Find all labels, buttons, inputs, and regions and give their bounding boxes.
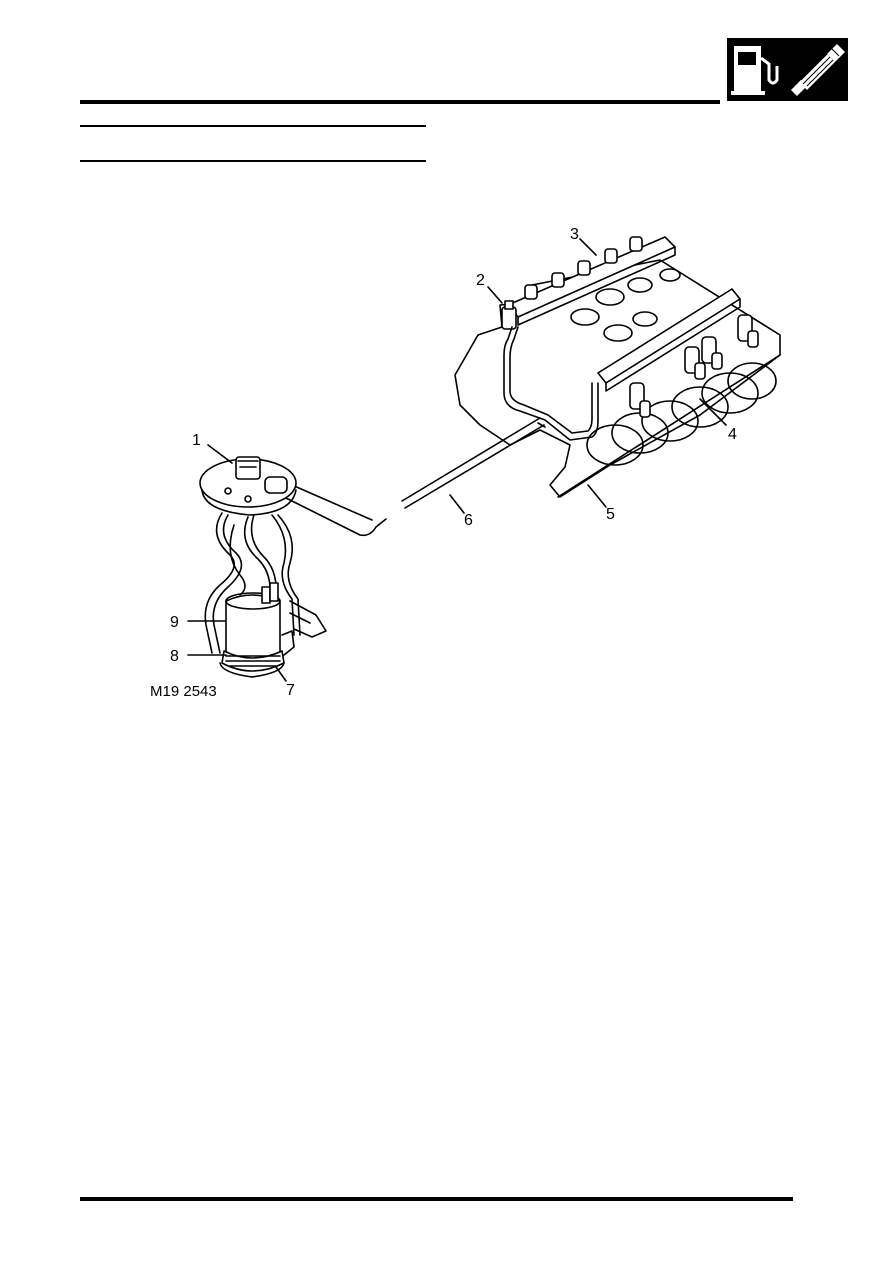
callout-4: 4: [728, 426, 737, 443]
leader-4: [699, 398, 727, 426]
header-rule: [80, 100, 720, 104]
footer-rule: [80, 1197, 793, 1201]
leader-1: [207, 444, 233, 464]
leader-5: [587, 484, 607, 508]
leader-2: [487, 286, 503, 304]
fuel-pump-module: [199, 456, 327, 678]
callout-7: 7: [286, 682, 295, 699]
callout-2: 2: [476, 272, 485, 289]
leader-6: [449, 494, 465, 514]
subheading-rule-top: [80, 125, 426, 127]
subheading-rule-bottom: [80, 160, 426, 162]
callout-6: 6: [464, 512, 473, 529]
figure-reference: M19 2543: [150, 683, 217, 700]
fuel-pump: [225, 594, 281, 660]
fuel-pump-icon: [731, 46, 779, 95]
fuel-injector-icon: [791, 44, 845, 96]
leader-3: [579, 238, 597, 256]
callout-9: 9: [170, 614, 179, 631]
callout-5: 5: [606, 506, 615, 523]
fuel-feed-hose: [271, 417, 546, 537]
fuel-reservoir: [219, 662, 285, 678]
callout-3: 3: [570, 226, 579, 243]
fuel-system-illustration: 1 2 3 4 5 6 7 8 9 M19 2543: [140, 215, 800, 715]
fuel-rail-front: [597, 288, 759, 418]
callout-8: 8: [170, 648, 179, 665]
leader-7: [275, 666, 287, 682]
fuel-damper: [501, 300, 517, 330]
rail-crossover-pipe: [503, 326, 599, 441]
section-badge: [727, 38, 848, 101]
callout-1: 1: [192, 432, 201, 449]
